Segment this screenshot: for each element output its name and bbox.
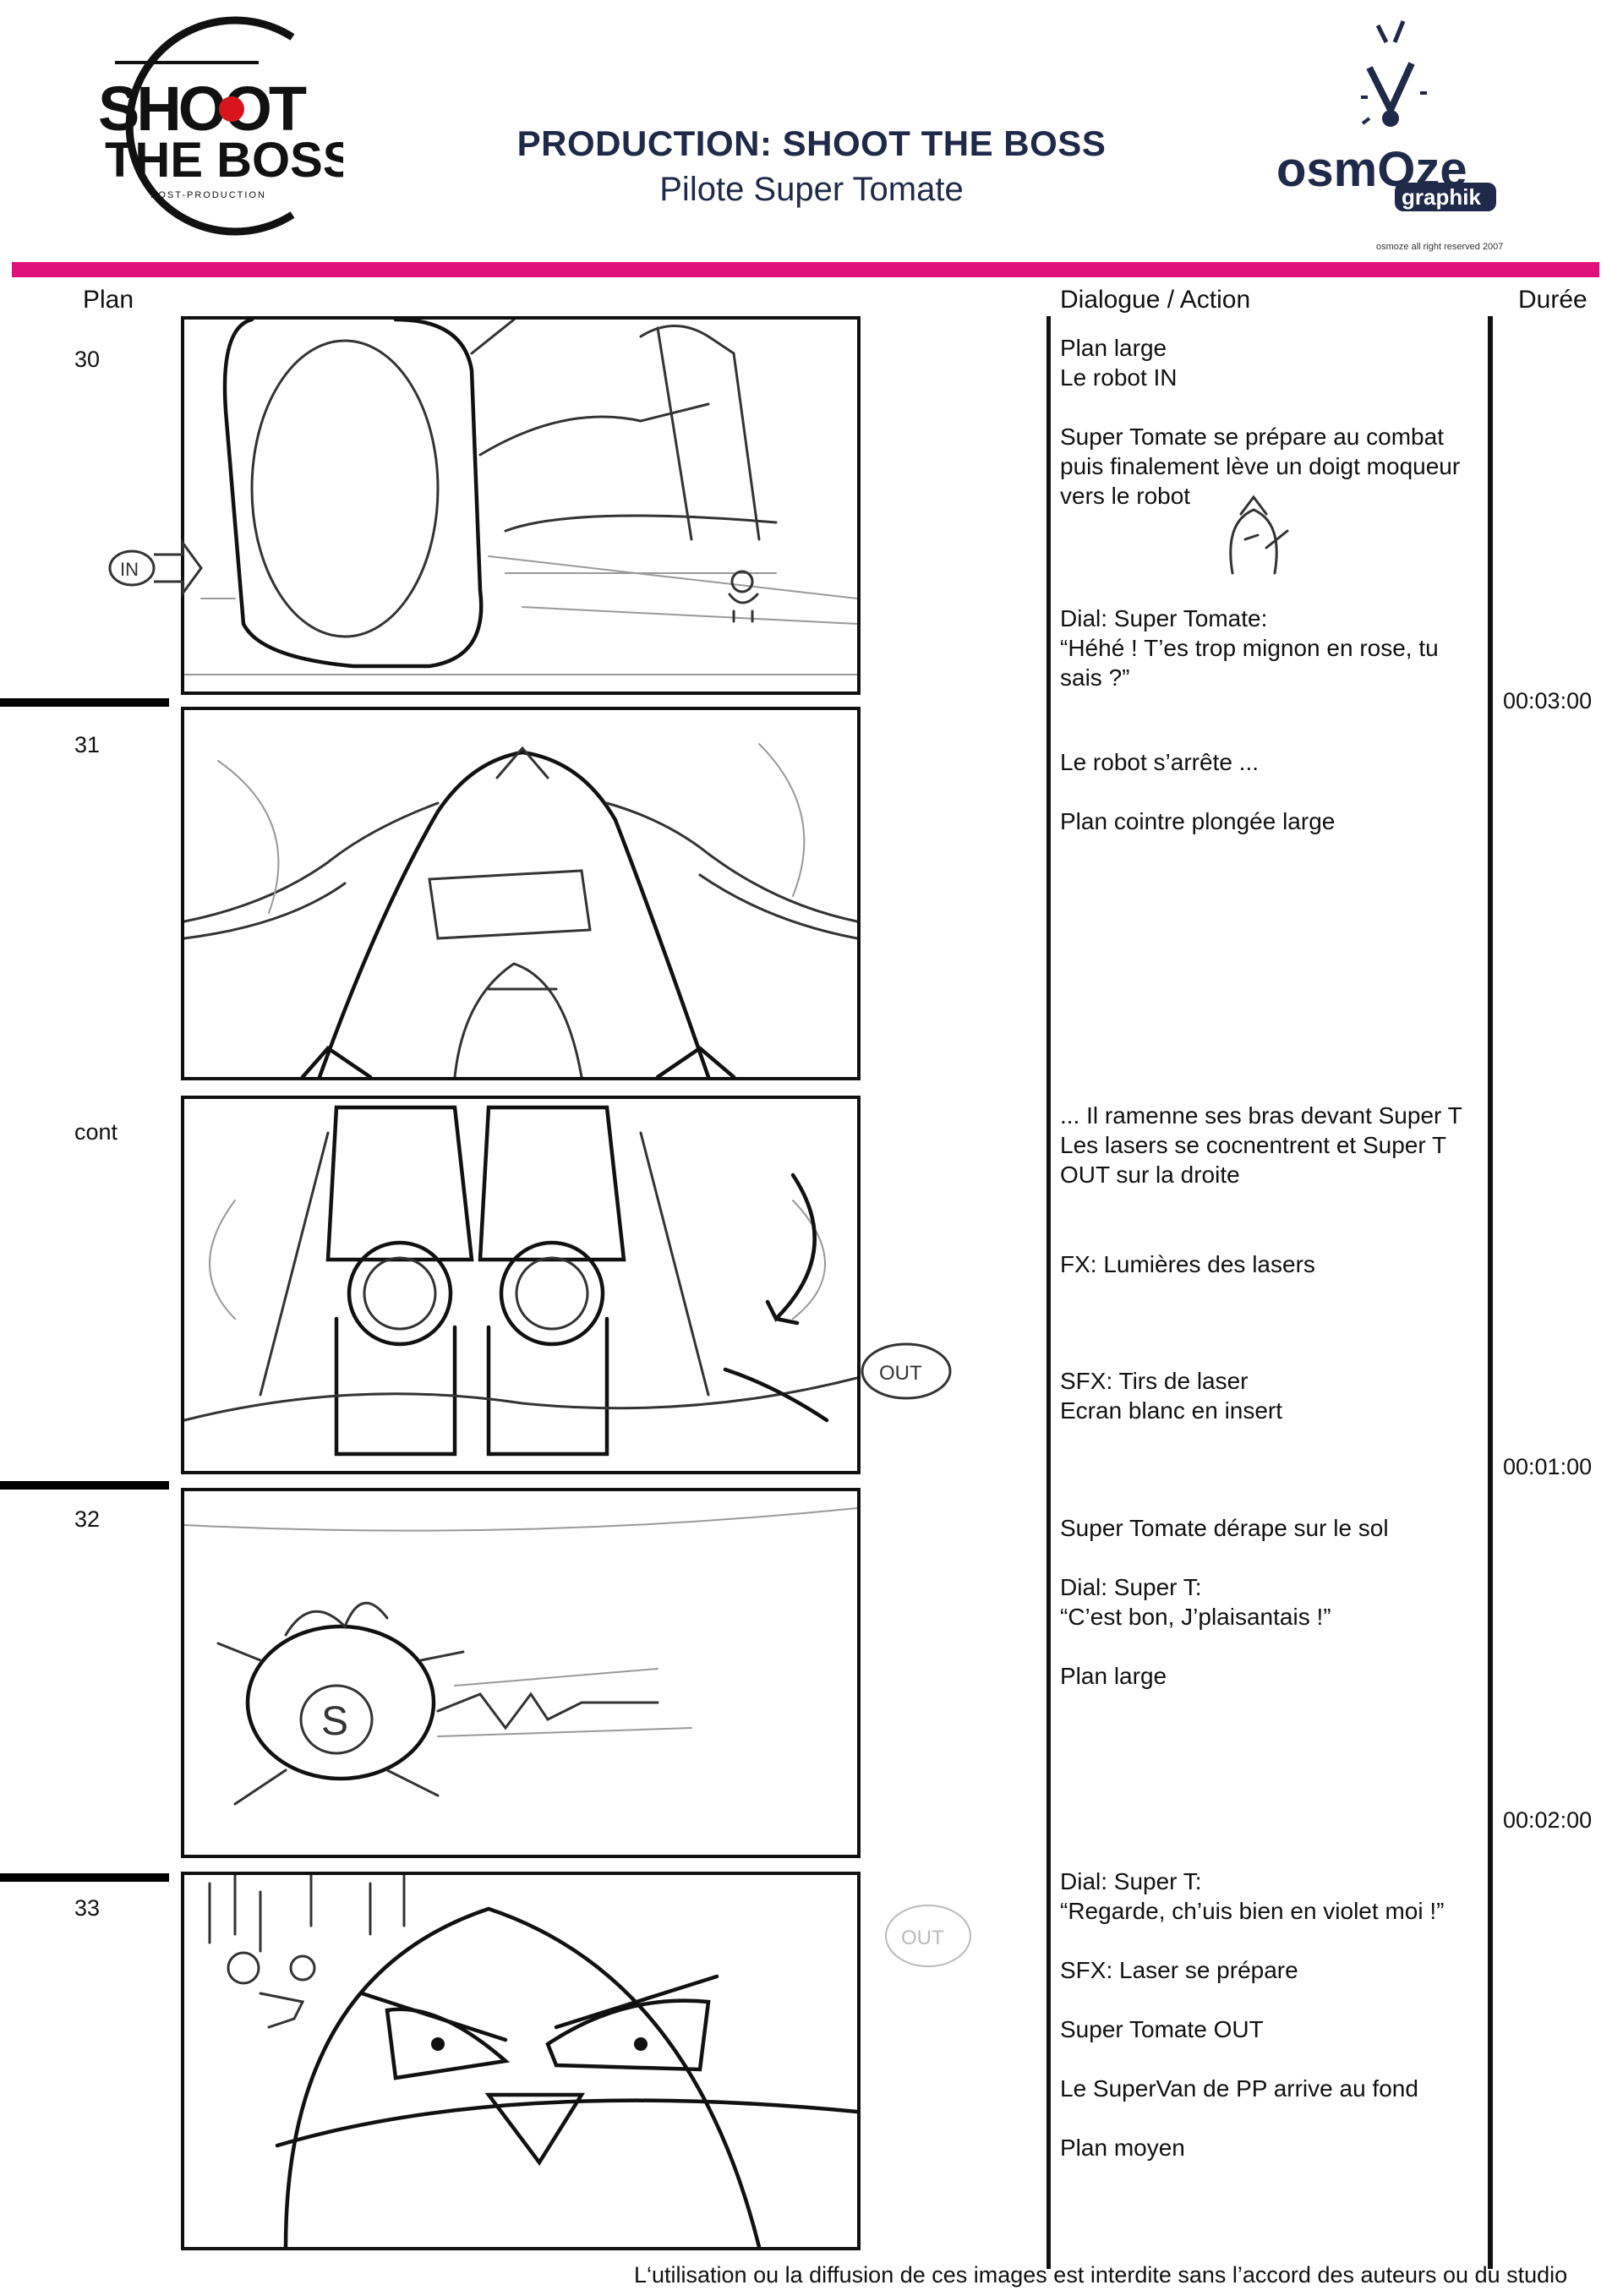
- storyboard-panel-cont: [181, 1096, 861, 1474]
- svg-text:S: S: [321, 1699, 348, 1744]
- shoot-the-boss-logo: SHOOT THE BOSS POST-PRODUCTION: [81, 12, 356, 240]
- dialogue-block-cont: ... Il ramenne ses bras devant Super T L…: [1060, 1102, 1462, 1188]
- column-header-dialogue: Dialogue / Action: [1060, 286, 1251, 314]
- dialogue-block-33: Dial: Super T: “Regarde, ch’uis bien en …: [1060, 1868, 1445, 2161]
- svg-text:OUT: OUT: [901, 1927, 944, 1949]
- plan-separator: [0, 698, 169, 707]
- storyboard-panel-33: [181, 1872, 861, 2250]
- copyright-notice: osmoze all right reserved 2007: [1376, 242, 1504, 252]
- usage-notice: L‘utilisation ou la diffusion de ces ima…: [634, 2262, 1568, 2288]
- character-mini-sketch: [1207, 489, 1300, 586]
- duration-cont: 00:01:00: [1503, 1454, 1593, 1479]
- dialogue-block-30-dial: Dial: Super Tomate: “Héhé ! T’es trop mi…: [1060, 605, 1439, 691]
- plan-number: 30: [74, 347, 101, 372]
- svg-text:OUT: OUT: [879, 1362, 922, 1385]
- out-marker-sketch: OUT: [847, 1329, 965, 1418]
- svg-text:THE BOSS: THE BOSS: [105, 133, 343, 188]
- svg-text:IN: IN: [120, 559, 139, 580]
- osmoze-graphik-logo: osmOze graphik: [1268, 17, 1522, 228]
- plan-separator: [0, 1481, 169, 1490]
- out-marker-faint: OUT: [871, 1894, 989, 1991]
- dialogue-sfx: SFX: Tirs de laser Ecran blanc en insert: [1060, 1368, 1283, 1424]
- plan-number: cont: [74, 1119, 118, 1145]
- dialogue-block-31: Le robot s’arrête ... Plan cointre plong…: [1060, 749, 1336, 834]
- in-arrow-sketch: IN: [101, 534, 203, 606]
- plan-number: 32: [74, 1506, 101, 1532]
- storyboard-panel-31: [181, 707, 861, 1080]
- production-subtitle: Pilote Super Tomate: [659, 171, 964, 208]
- dialogue-fx: FX: Lumières des lasers: [1060, 1251, 1315, 1277]
- column-header-duree: Durée: [1518, 286, 1587, 314]
- duration-30-31: 00:03:00: [1503, 688, 1593, 713]
- svg-text:SHOOT: SHOOT: [98, 74, 307, 144]
- dialogue-block-30: Plan large Le robot IN Super Tomate se p…: [1060, 335, 1461, 509]
- plan-number: 31: [74, 732, 101, 757]
- dialogue-left-rule: [1046, 316, 1051, 2269]
- duration-left-rule: [1488, 316, 1493, 2269]
- production-title: PRODUCTION: SHOOT THE BOSS: [516, 123, 1107, 163]
- header-accent-bar: [12, 262, 1599, 277]
- column-header-plan: Plan: [83, 286, 134, 314]
- storyboard-panel-32: S: [181, 1488, 861, 1858]
- plan-separator: [0, 1873, 169, 1882]
- storyboard-panel-30: [181, 316, 861, 695]
- duration-32: 00:02:00: [1503, 1807, 1593, 1833]
- svg-text:POST-PRODUCTION: POST-PRODUCTION: [150, 190, 266, 200]
- svg-text:graphik: graphik: [1402, 184, 1481, 210]
- plan-number: 33: [74, 1895, 101, 1921]
- dialogue-block-32: Super Tomate dérape sur le sol Dial: Sup…: [1060, 1515, 1389, 1689]
